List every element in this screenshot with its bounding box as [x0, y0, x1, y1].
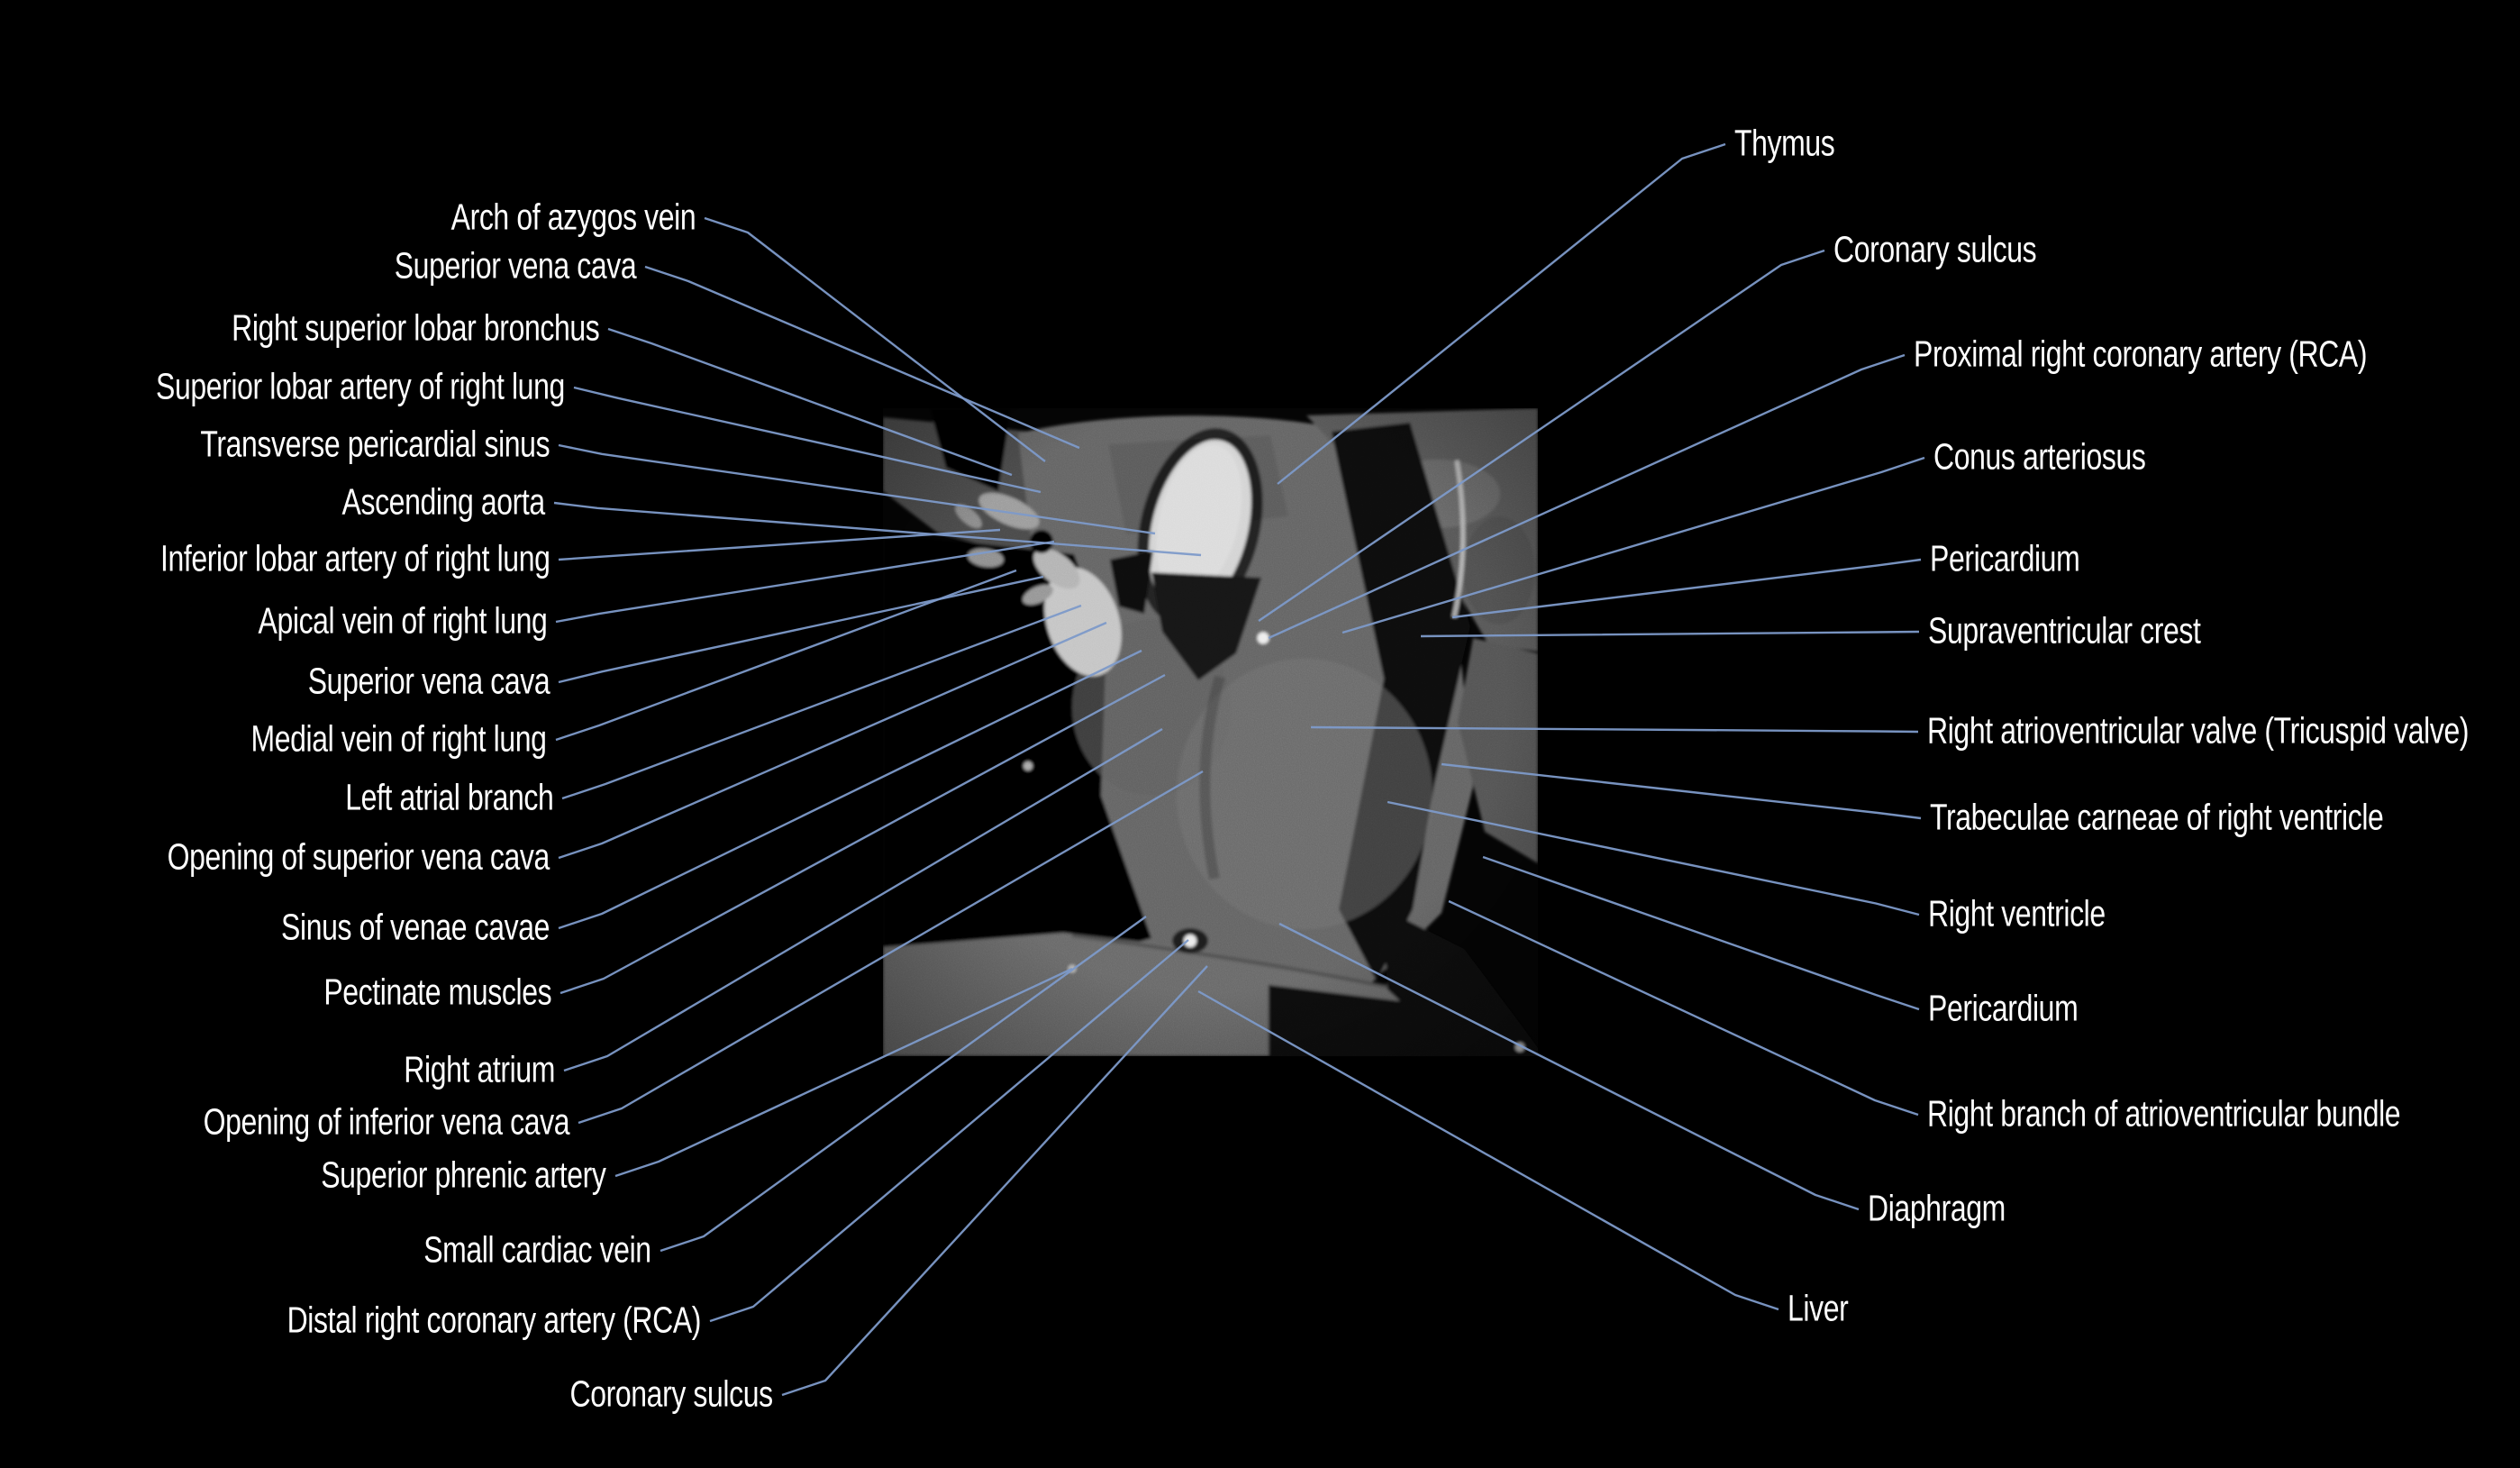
anatomy-label: Right atrium	[404, 1048, 555, 1090]
leader-line	[555, 540, 1055, 624]
anatomy-label: Opening of superior vena cava	[167, 835, 550, 878]
anatomy-label: Left atrial branch	[344, 776, 554, 818]
leader-line	[578, 770, 1204, 1125]
anatomy-label: Supraventricular crest	[1928, 609, 2201, 652]
leader-line	[558, 575, 1044, 684]
leader-line	[644, 265, 1080, 450]
anatomy-label: Opening of inferior vena cava	[203, 1100, 570, 1143]
anatomy-label: Proximal right coronary artery (RCA)	[1914, 333, 2368, 375]
leader-line	[614, 967, 1073, 1178]
anatomy-label: Thymus	[1734, 122, 1835, 164]
leader-line	[573, 386, 1042, 494]
anatomy-label: Small cardiac vein	[423, 1228, 652, 1271]
leader-line	[558, 649, 1142, 930]
anatomy-label: Arch of azygos vein	[450, 196, 696, 238]
leader-line	[1268, 353, 1906, 640]
anatomy-label: Superior lobar artery of right lung	[156, 365, 565, 407]
leader-line	[561, 604, 1082, 800]
leader-line	[660, 916, 1147, 1253]
anatomy-label: Pericardium	[1928, 987, 2079, 1029]
anatomy-label: Superior phrenic artery	[321, 1153, 607, 1196]
leader-line	[1451, 558, 1922, 619]
leader-line	[781, 965, 1208, 1397]
leader-line	[709, 939, 1189, 1323]
anatomy-label: Right ventricle	[1928, 892, 2106, 935]
leader-line	[553, 501, 1202, 557]
leader-line	[555, 569, 1017, 742]
leader-line	[1277, 142, 1726, 485]
leader-line	[1448, 899, 1919, 1117]
anatomy-label: Coronary sulcus	[1833, 228, 2037, 270]
leader-line	[1197, 989, 1779, 1311]
anatomy-label: Superior vena cava	[307, 660, 550, 702]
anatomy-label: Ascending aorta	[341, 480, 546, 523]
leader-line	[1420, 630, 1920, 638]
leader-line	[1258, 249, 1825, 622]
anatomy-label: Right branch of atrioventricular bundle	[1927, 1092, 2401, 1135]
anatomy-label: Sinus of venae cavae	[281, 906, 550, 948]
leader-line	[563, 727, 1163, 1072]
anatomy-label: Inferior lobar artery of right lung	[159, 537, 550, 579]
anatomy-label: Pectinate muscles	[323, 971, 551, 1013]
leader-lines	[553, 142, 1925, 1397]
anatomy-label: Conus arteriosus	[1933, 435, 2146, 478]
anatomy-label: Medial vein of right lung	[250, 717, 547, 760]
anatomy-label: Coronary sulcus	[569, 1372, 774, 1415]
anatomy-label: Diaphragm	[1868, 1187, 2006, 1229]
leader-line	[704, 216, 1046, 462]
leader-line	[1310, 725, 1919, 734]
leader-line	[558, 621, 1107, 860]
anatomy-label: Pericardium	[1930, 537, 2080, 579]
anatomy-label: Transverse pericardial sinus	[200, 423, 550, 465]
anatomy-label: Right atrioventricular valve (Tricuspid …	[1927, 709, 2470, 752]
anatomy-label: Distal right coronary artery (RCA)	[287, 1299, 702, 1341]
leader-line	[1387, 800, 1920, 916]
leader-line	[558, 443, 1156, 535]
leader-line	[1482, 855, 1920, 1011]
anatomy-label: Liver	[1788, 1287, 1849, 1329]
leader-line	[1342, 456, 1925, 634]
anatomy-label: Apical vein of right lung	[258, 599, 547, 642]
anatomy-label: Superior vena cava	[394, 244, 636, 287]
leader-line	[1278, 922, 1860, 1211]
anatomy-label: Right superior lobar bronchus	[231, 306, 600, 349]
ct-scan-image	[883, 408, 1538, 1056]
leader-line	[559, 673, 1166, 995]
leader-line	[558, 528, 1001, 561]
leader-line	[1441, 762, 1922, 820]
anatomy-label: Trabeculae carneae of right ventricle	[1930, 796, 2384, 838]
leader-line	[607, 327, 1013, 477]
ct-vignette	[883, 408, 1538, 1056]
